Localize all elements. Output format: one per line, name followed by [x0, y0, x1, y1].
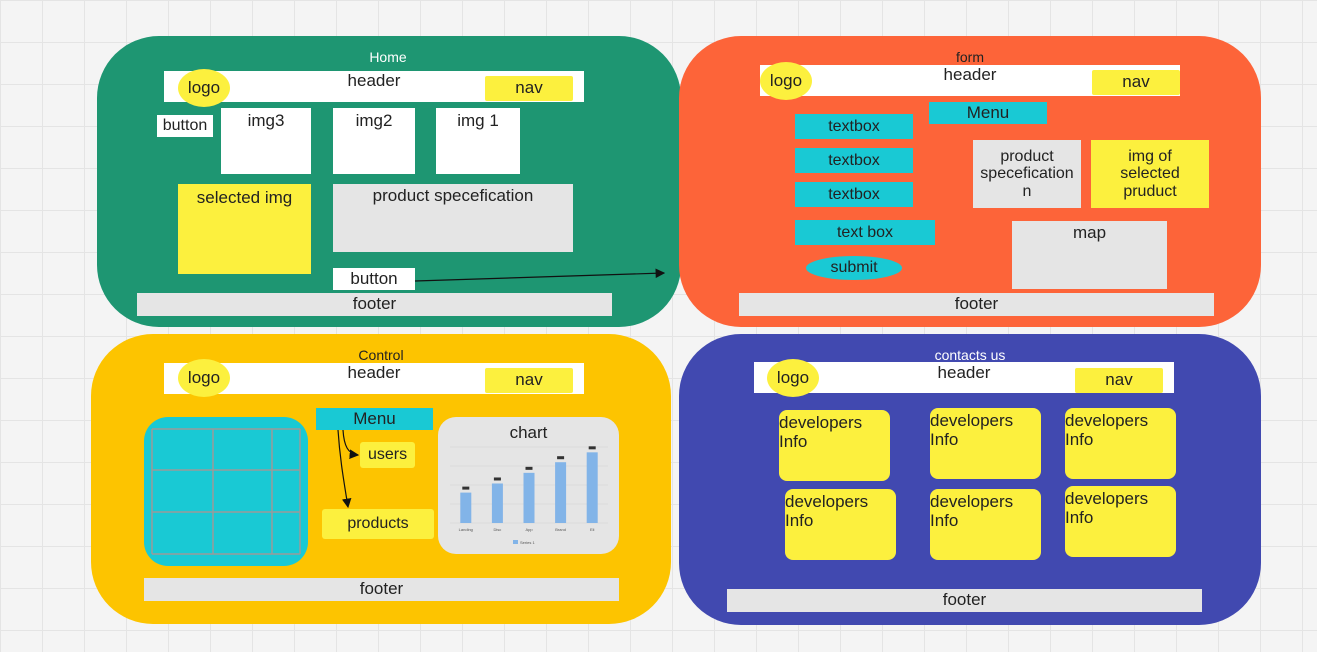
control-data-table	[144, 417, 308, 566]
dev-line2: Info	[930, 429, 959, 449]
chart-tick-label: Landing	[459, 527, 473, 532]
form-textbox-4[interactable]: text box	[795, 220, 935, 245]
form-product-spec-line3: n	[1022, 182, 1032, 200]
contacts-nav[interactable]: nav	[1075, 368, 1163, 393]
form-map: map	[1012, 221, 1167, 289]
dev-line1: developers	[930, 492, 1014, 511]
chart-data-label	[525, 466, 533, 470]
dev-line2: Info	[930, 510, 959, 530]
chart-data-label	[493, 477, 501, 481]
form-nav[interactable]: nav	[1092, 70, 1180, 95]
developer-info-card: developers Info	[785, 489, 896, 560]
home-header-label: header	[347, 71, 401, 90]
chart-bar	[523, 472, 535, 523]
form-textbox-3[interactable]: textbox	[795, 182, 913, 207]
contacts-title: contacts us	[934, 347, 1006, 364]
developer-info-card: developers Info	[930, 408, 1041, 479]
home-side-button[interactable]: button	[157, 115, 213, 137]
dev-line2: Info	[779, 431, 808, 451]
chart-bar	[586, 452, 598, 523]
dev-line1: developers	[1065, 411, 1149, 430]
form-product-spec: product specefication n	[973, 140, 1081, 208]
control-header-label: header	[347, 363, 401, 382]
home-nav[interactable]: nav	[485, 76, 573, 101]
home-product-spec: product specefication	[333, 184, 573, 252]
chart-tick-label: Brand	[555, 527, 566, 532]
control-logo: logo	[178, 359, 230, 397]
dev-line2: Info	[1065, 429, 1094, 449]
contacts-header-label: header	[937, 363, 991, 382]
control-users-item[interactable]: users	[360, 442, 415, 468]
contacts-logo: logo	[767, 359, 819, 397]
dev-line1: developers	[779, 413, 863, 432]
home-bottom-button[interactable]: button	[333, 268, 415, 290]
chart-tick-label: Eli	[590, 527, 595, 532]
chart-bar	[555, 462, 567, 523]
form-footer: footer	[739, 293, 1214, 316]
chart-data-label	[557, 456, 565, 460]
developer-info-card: developers Info	[930, 489, 1041, 560]
form-selected-img-line1: img of	[1128, 147, 1172, 165]
table-grid-lines	[151, 428, 301, 555]
home-logo: logo	[178, 69, 230, 107]
dev-line1: developers	[1065, 489, 1149, 508]
chart-legend-swatch	[513, 540, 518, 544]
form-logo: logo	[760, 62, 812, 100]
form-textbox-2[interactable]: textbox	[795, 148, 913, 173]
contacts-footer: footer	[727, 589, 1202, 612]
control-menu[interactable]: Menu	[316, 408, 433, 430]
home-img3: img3	[221, 108, 311, 174]
form-header-label: header	[943, 65, 997, 84]
developer-info-card: developers Info	[1065, 408, 1176, 479]
chart-bar	[491, 483, 503, 523]
control-products-item[interactable]: products	[322, 509, 434, 539]
chart-bar	[460, 492, 472, 523]
control-title: Control	[358, 347, 404, 364]
form-product-spec-line2: specefication	[980, 165, 1074, 183]
chart-legend-label: Series 1	[520, 540, 535, 545]
dev-line1: developers	[785, 492, 869, 511]
form-selected-img-line2: selected	[1120, 165, 1180, 183]
home-img1: img 1	[436, 108, 520, 174]
chart-data-label	[462, 486, 470, 490]
form-title: form	[956, 49, 984, 66]
chart-tick-label: Disc	[494, 527, 502, 532]
dev-line2: Info	[785, 510, 814, 530]
developer-info-card: developers Info	[779, 410, 890, 481]
chart-data-label	[588, 446, 596, 450]
form-selected-img-line3: pruduct	[1123, 182, 1177, 200]
home-img2: img2	[333, 108, 415, 174]
dev-line1: developers	[930, 411, 1014, 430]
developer-info-card: developers Info	[1065, 486, 1176, 557]
home-footer: footer	[137, 293, 612, 316]
form-selected-product-img: img of selected pruduct	[1091, 140, 1209, 208]
form-textbox-1[interactable]: textbox	[795, 114, 913, 139]
form-submit-button[interactable]: submit	[806, 256, 902, 280]
control-footer: footer	[144, 578, 619, 601]
chart-title: chart	[509, 422, 548, 442]
chart-tick-label: App	[525, 527, 533, 532]
home-selected-img: selected img	[178, 184, 311, 274]
form-menu[interactable]: Menu	[929, 102, 1047, 124]
control-nav[interactable]: nav	[485, 368, 573, 393]
home-title: Home	[369, 49, 407, 66]
form-product-spec-line1: product	[1000, 147, 1054, 165]
dev-line2: Info	[1065, 507, 1094, 527]
